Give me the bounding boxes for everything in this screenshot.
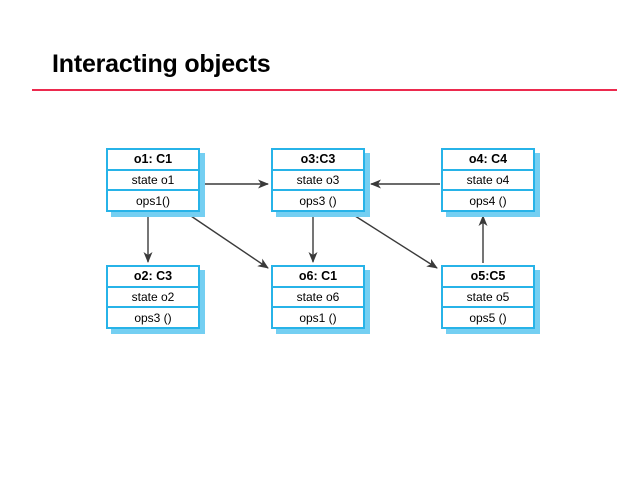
object-operation: ops3 () — [108, 306, 198, 327]
object-name: o6: C1 — [298, 269, 338, 284]
object-box-body: o2: C3 state o2 ops3 () — [106, 265, 200, 329]
object-box-o1[interactable]: o1: C1 state o1 ops1() — [106, 148, 205, 217]
object-state: state o1 — [108, 168, 198, 190]
object-operation: ops1() — [108, 189, 198, 210]
object-state: state o5 — [443, 285, 533, 307]
object-name: o2: C3 — [133, 269, 173, 284]
link-o1-to-o6 — [187, 213, 269, 269]
object-operation: ops1 () — [273, 306, 363, 327]
title-divider — [32, 89, 617, 91]
object-box-o4[interactable]: o4: C4 state o4 ops4 () — [441, 148, 540, 217]
object-box-body: o3:C3 state o3 ops3 () — [271, 148, 365, 212]
object-box-body: o6: C1 state o6 ops1 () — [271, 265, 365, 329]
object-box-body: o1: C1 state o1 ops1() — [106, 148, 200, 212]
link-o3-to-o5 — [351, 213, 438, 269]
object-state: state o6 — [273, 285, 363, 307]
object-name: o1: C1 — [133, 152, 173, 167]
object-name: o3:C3 — [300, 152, 336, 167]
object-box-o2[interactable]: o2: C3 state o2 ops3 () — [106, 265, 205, 334]
object-state: state o4 — [443, 168, 533, 190]
object-box-o3[interactable]: o3:C3 state o3 ops3 () — [271, 148, 370, 217]
object-operation: ops4 () — [443, 189, 533, 210]
object-state: state o3 — [273, 168, 363, 190]
object-operation: ops3 () — [273, 189, 363, 210]
object-box-body: o5:C5 state o5 ops5 () — [441, 265, 535, 329]
object-operation: ops5 () — [443, 306, 533, 327]
object-box-o5[interactable]: o5:C5 state o5 ops5 () — [441, 265, 540, 334]
object-box-o6[interactable]: o6: C1 state o6 ops1 () — [271, 265, 370, 334]
object-name: o4: C4 — [468, 152, 508, 167]
object-name: o5:C5 — [470, 269, 506, 284]
page-title: Interacting objects — [52, 50, 271, 78]
object-state: state o2 — [108, 285, 198, 307]
object-box-body: o4: C4 state o4 ops4 () — [441, 148, 535, 212]
